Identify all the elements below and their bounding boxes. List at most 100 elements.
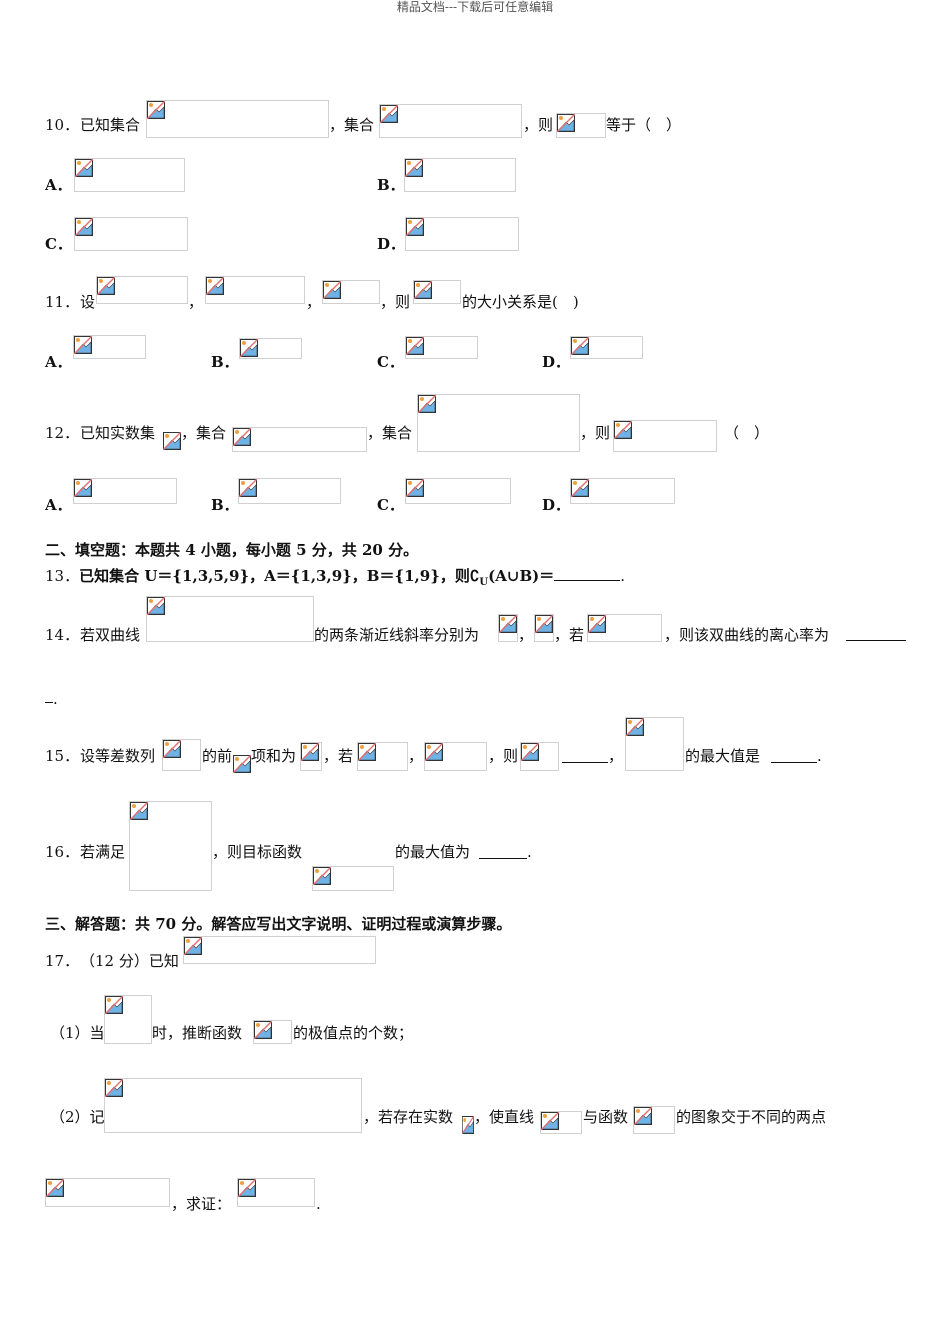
q16-objective-image: [312, 866, 394, 891]
q14-slope-1-image: [498, 614, 518, 642]
broken-image-icon: [75, 218, 93, 236]
q17-p2-end: .: [316, 1195, 321, 1213]
broken-image-icon: [634, 1107, 652, 1125]
broken-image-icon: [97, 277, 115, 295]
q15-answer-blank-2[interactable]: [771, 748, 817, 763]
q13-subscript: U: [479, 577, 489, 588]
q14-hyperbola-image: [146, 596, 314, 642]
q17-p1-text-3: 的极值点的个数；: [293, 1024, 414, 1042]
q11-option-a-image: [73, 335, 146, 359]
q14-answer-blank[interactable]: [846, 626, 906, 641]
broken-image-icon: [425, 743, 443, 761]
q11-number: 11．: [45, 293, 80, 311]
q17-p2-real-number-image: [462, 1116, 474, 1134]
q16-answer-blank[interactable]: [479, 844, 527, 859]
q10-option-c-label: C．: [45, 235, 72, 253]
section-3-title: 三、解答题：共 70 分。解答应写出文字说明、证明过程或演算步骤。: [45, 915, 512, 933]
broken-image-icon: [147, 101, 165, 119]
q17-number: 17．: [45, 952, 80, 970]
q16-end: .: [527, 843, 532, 861]
q12-option-b-image: [238, 478, 341, 504]
q15-answer-blank-1[interactable]: [562, 748, 608, 763]
q17-p2-proof-image: [237, 1178, 315, 1207]
broken-image-icon: [462, 1116, 474, 1134]
q14-text-3: ，则该双曲线的离心率为: [664, 626, 830, 644]
q15-text-4: ，若: [323, 747, 354, 765]
q13-line: 13．已知集合 U＝{1,3,5,9}，A＝{1,3,9}，B＝{1,9}，则∁…: [45, 566, 625, 592]
broken-image-icon: [74, 479, 92, 497]
broken-image-icon: [130, 802, 148, 820]
q10-number: 10．: [45, 116, 80, 134]
q12-text-1: 已知实数集: [80, 424, 156, 442]
broken-image-icon: [614, 421, 632, 439]
broken-image-icon: [323, 281, 341, 299]
q15-text-2: 的前: [202, 747, 233, 765]
q11-option-d-image: [570, 336, 643, 359]
q17-p1-text-2: 时，推断函数: [152, 1024, 243, 1042]
q12-set-a-image: [232, 427, 367, 452]
q13-answer-blank[interactable]: [554, 566, 621, 581]
q11-text-1: 设: [80, 293, 96, 311]
broken-image-icon: [588, 615, 606, 633]
q17-p2-definition-image: [104, 1078, 362, 1133]
q16-text-1: 若满足: [80, 843, 126, 861]
section-2-title: 二、填空题：本题共 4 小题，每小题 5 分，共 20 分。: [45, 541, 419, 559]
broken-image-icon: [105, 1079, 123, 1097]
q13-number: 13．: [45, 567, 80, 585]
q11-option-d-label: D．: [542, 353, 571, 371]
q14-number: 14．: [45, 626, 80, 644]
broken-image-icon: [238, 1179, 256, 1197]
q17-p1-function-image: [253, 1020, 292, 1044]
broken-image-icon: [105, 996, 123, 1014]
broken-image-icon: [75, 159, 93, 177]
q12-text-5: （ ）: [724, 424, 770, 442]
q17-p1-condition-image: [104, 995, 152, 1044]
q11-comma-2: ，: [306, 293, 322, 311]
q10-text-1: 已知集合: [80, 116, 141, 134]
broken-image-icon: [239, 479, 257, 497]
q17-p2-text-2: ，若存在实数: [363, 1108, 454, 1126]
q10-set-b-image: [379, 104, 522, 138]
broken-image-icon: [254, 1021, 272, 1039]
broken-image-icon: [184, 937, 202, 955]
q11-option-b-image: [239, 338, 302, 359]
q11-a-image: [96, 276, 188, 304]
broken-image-icon: [240, 339, 258, 357]
q17-p1-text-1: （1）当: [50, 1024, 105, 1042]
broken-image-icon: [418, 395, 436, 413]
q14-comma-1: ，: [518, 626, 534, 644]
q14-end: .: [53, 690, 58, 708]
q14-comma-2: ，若: [554, 626, 585, 644]
q15-target-image: [520, 742, 559, 771]
broken-image-icon: [571, 337, 589, 355]
q15-sequence-image: [162, 739, 201, 771]
q13-end: .: [620, 567, 626, 585]
q12-option-a-label: A．: [45, 496, 72, 514]
q10-option-a-label: A．: [45, 176, 72, 194]
q15-text-6: ，则: [488, 747, 519, 765]
q16-text-2: ，则目标函数: [212, 843, 303, 861]
q12-expression-image: [613, 420, 717, 452]
q11-text-3: ，则: [380, 293, 411, 311]
q14-answer-blank-cont[interactable]: [45, 688, 53, 703]
q10-option-a-image: [74, 158, 185, 192]
q17-p2-points-image: [45, 1178, 170, 1207]
broken-image-icon: [301, 743, 319, 761]
q12-real-set-image: [163, 432, 181, 452]
q12-set-b-image: [417, 394, 580, 452]
q12-option-a-image: [73, 478, 177, 504]
broken-image-icon: [233, 428, 251, 446]
q11-c-image: [322, 280, 380, 304]
q17-p2-function-image: [633, 1106, 675, 1134]
q15-sn-image: [300, 742, 322, 771]
broken-image-icon: [406, 218, 424, 236]
broken-image-icon: [499, 615, 517, 633]
broken-image-icon: [206, 277, 224, 295]
broken-image-icon: [147, 597, 165, 615]
broken-image-icon: [557, 114, 575, 132]
q16-text-3: 的最大值为: [395, 843, 471, 861]
q10-set-a-image: [146, 100, 329, 138]
q14-text-1: 若双曲线: [80, 626, 141, 644]
q17-p2-text-4: 与函数: [583, 1108, 629, 1126]
q12-option-b-label: B．: [211, 496, 239, 514]
